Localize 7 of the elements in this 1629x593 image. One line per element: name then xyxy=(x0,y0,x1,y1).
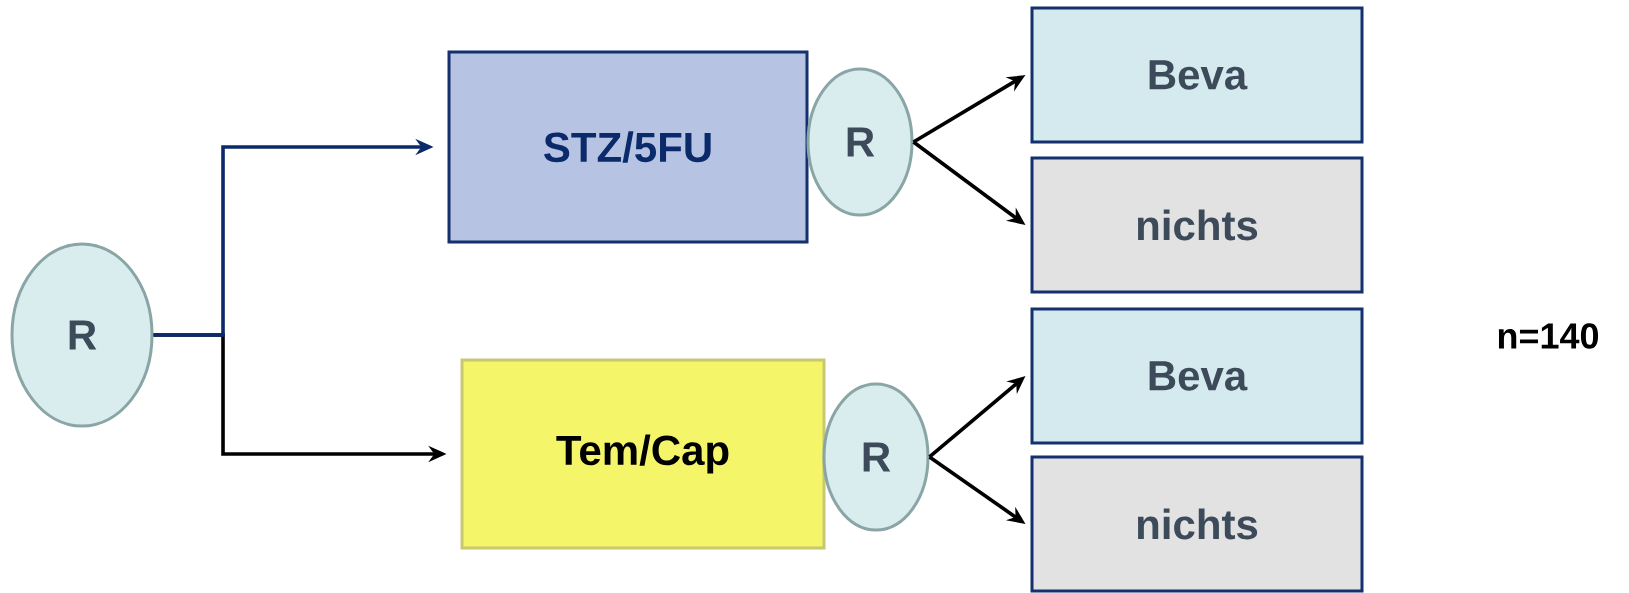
treatment-box: Tem/Cap xyxy=(460,358,826,550)
treatment-box: Beva xyxy=(1030,6,1364,144)
treatment-box: nichts xyxy=(1030,156,1364,294)
treatment-box: Beva xyxy=(1030,307,1364,445)
treatment-box: STZ/5FU xyxy=(447,50,809,244)
treatment-box: nichts xyxy=(1030,455,1364,593)
sample-size-label: n=140 xyxy=(1498,323,1599,349)
